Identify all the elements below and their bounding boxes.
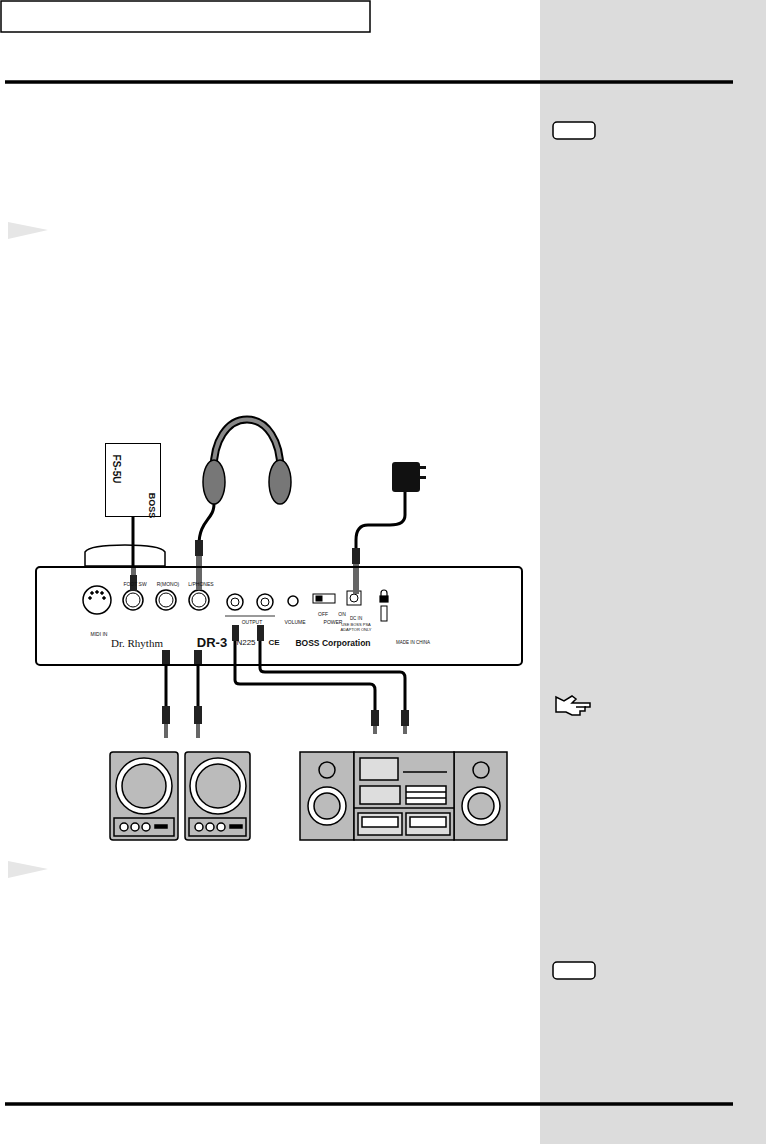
- panel-label: FOOT SW: [123, 582, 146, 587]
- panel-jacks: [83, 586, 387, 621]
- panel-label: MIDI IN: [91, 632, 108, 637]
- panel-label: ON: [338, 612, 346, 617]
- plugs: [162, 625, 409, 738]
- cable: [132, 517, 135, 566]
- plug: [130, 566, 137, 591]
- panel-label: ADAPTOR ONLY: [341, 628, 372, 632]
- panel-label: Dr. Rhythm: [111, 638, 163, 649]
- footswitch: FS-5U BOSS: [105, 443, 161, 517]
- panel-label: POWER: [324, 620, 343, 625]
- panel-label: MADE IN CHINA: [396, 641, 430, 646]
- panel-label: DC IN: [350, 617, 362, 622]
- note-box: [553, 122, 595, 139]
- pointing-hand-icon: [556, 696, 590, 715]
- header-box: [1, 1, 370, 32]
- panel-label: VOLUME: [284, 620, 305, 625]
- note-box: [553, 962, 595, 979]
- panel-label: R(MONO): [157, 582, 180, 587]
- device-rear-panel: MIDI IN FOOT SW R(MONO) L/PHONES OUTPUT VOLUM…: [35, 566, 523, 666]
- step-arrow: [8, 222, 48, 239]
- output-cables: [166, 640, 405, 712]
- panel-label: USE BOSS PSA: [341, 623, 371, 627]
- sidebar: [540, 0, 766, 1144]
- output-bracket: [225, 616, 275, 617]
- panel-label: DR-3: [197, 636, 227, 649]
- headphones: [195, 420, 291, 591]
- panel-label: L/PHONES: [188, 582, 213, 587]
- top-rule: [5, 80, 733, 84]
- monitor-speakers: [110, 752, 250, 840]
- stereo-system: [300, 752, 507, 840]
- panel-label: BOSS Corporation: [295, 639, 370, 648]
- step-arrow: [8, 861, 48, 878]
- panel-label: N225: [236, 639, 255, 647]
- bottom-rule: [5, 1102, 733, 1106]
- panel-label: FS-5U: [111, 455, 121, 484]
- device-top: [85, 545, 165, 566]
- panel-label: OUTPUT: [242, 620, 263, 625]
- panel-label: BOSS: [147, 492, 156, 518]
- ac-adapter: [352, 462, 426, 594]
- lock-icon: [380, 590, 388, 602]
- panel-label: CE: [268, 639, 279, 647]
- panel-label: OFF: [318, 612, 328, 617]
